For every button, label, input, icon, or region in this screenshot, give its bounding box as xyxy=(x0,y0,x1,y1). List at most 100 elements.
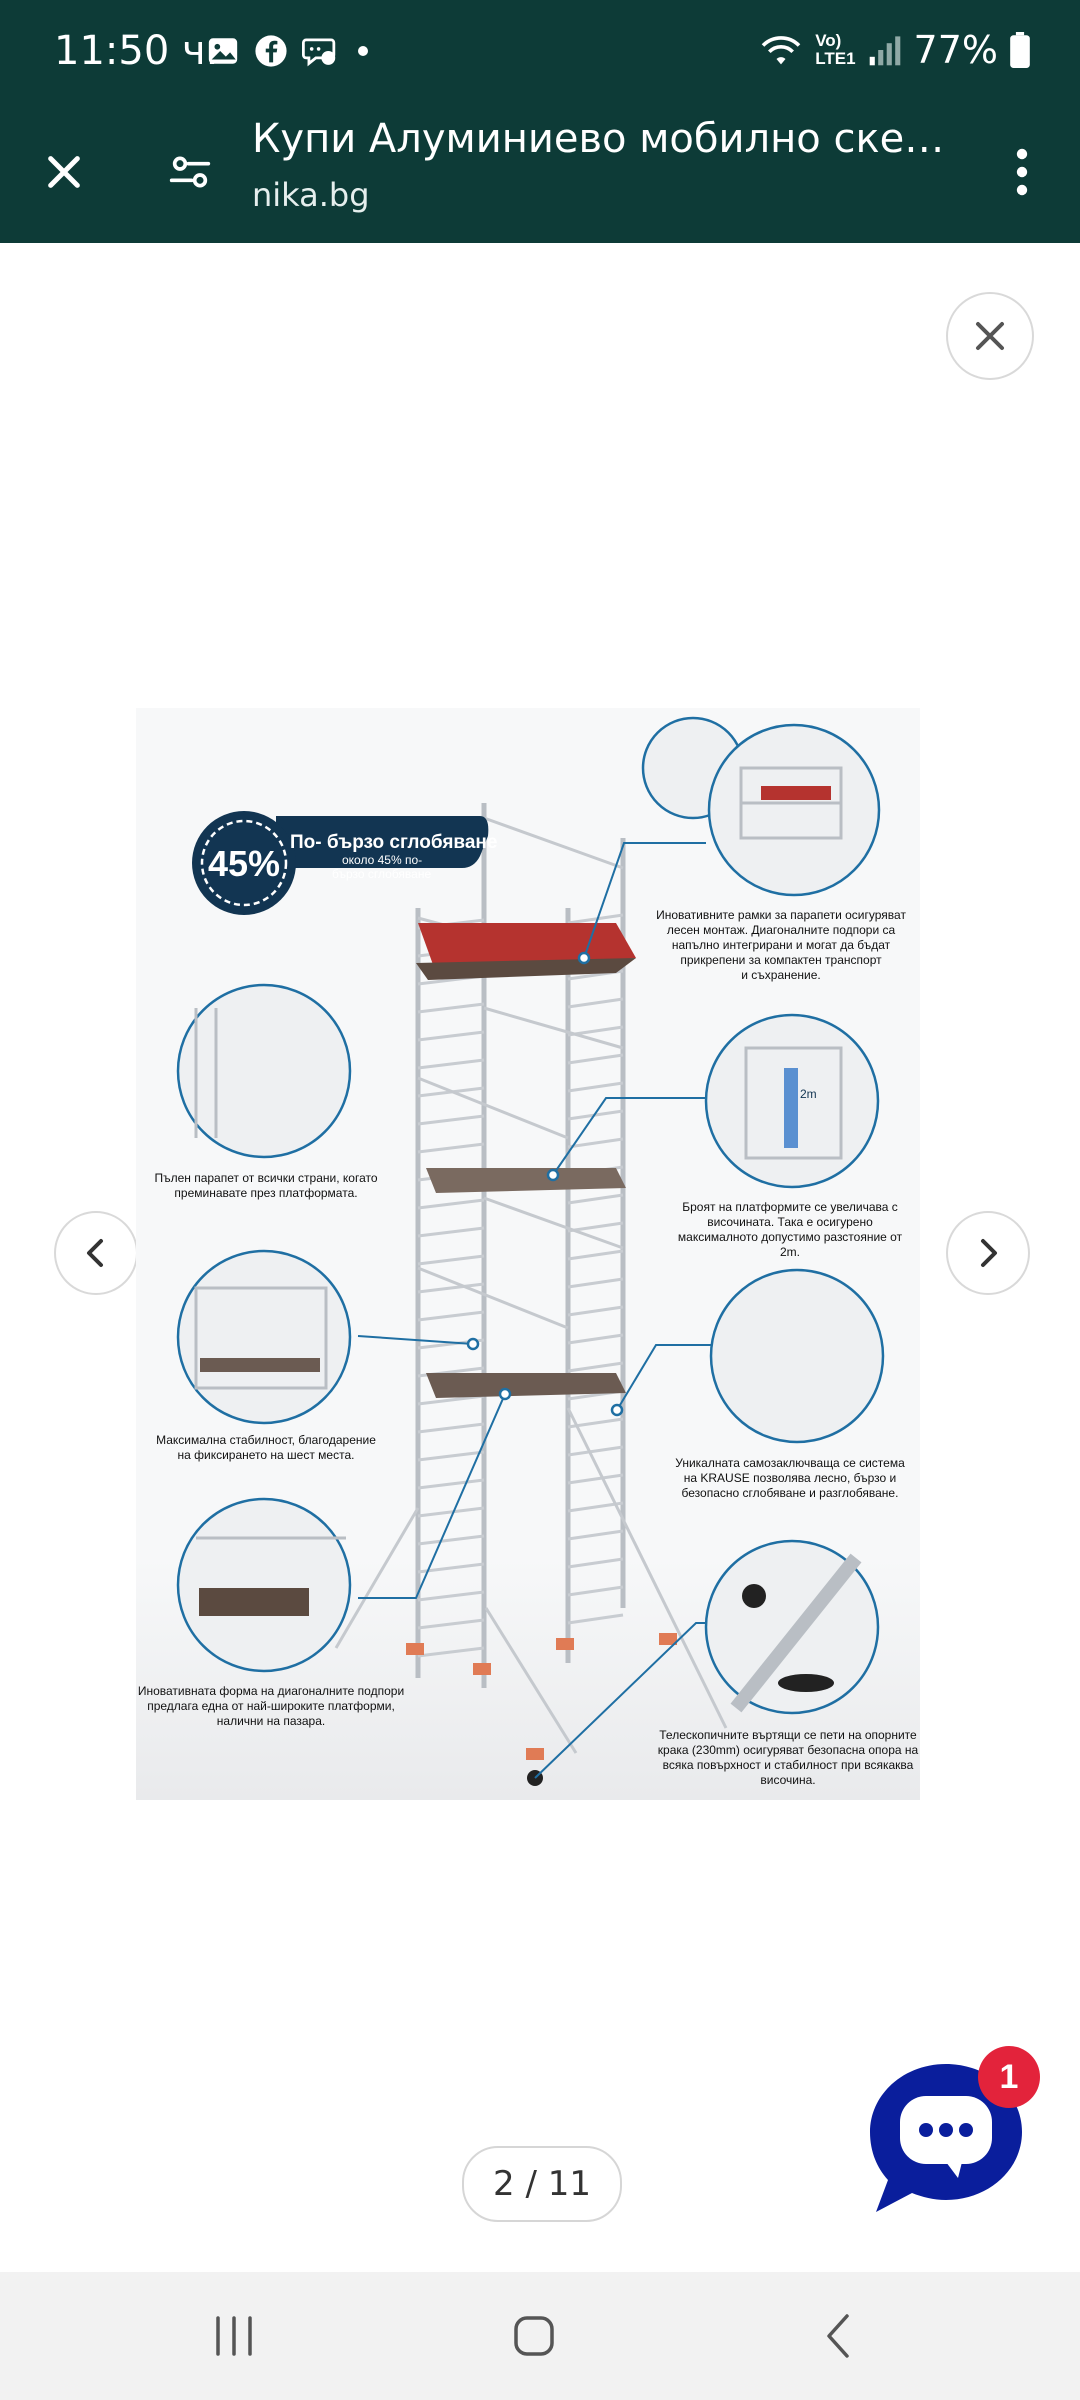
chevron-left-icon xyxy=(87,1239,103,1267)
more-notifications-dot xyxy=(358,46,368,56)
platform-top xyxy=(416,958,636,980)
scaffold-rung xyxy=(417,1478,485,1490)
scaffold-rung xyxy=(567,1305,624,1317)
chat-unread-badge: 1 xyxy=(978,2046,1040,2108)
scaffold-rung xyxy=(417,1282,485,1294)
scaffold-rung xyxy=(567,1221,624,1233)
page-title: Купи Алуминиево мобилно скеле ... xyxy=(252,116,952,162)
scaffold-rung xyxy=(567,1501,624,1513)
signal-icon xyxy=(869,36,900,66)
scaffold-rung xyxy=(417,1142,485,1154)
more-vert-icon xyxy=(1016,148,1028,196)
scaffold-rung xyxy=(417,1114,485,1126)
scaffold-rung xyxy=(417,1002,485,1014)
status-time: 11:50 ч. xyxy=(54,28,219,74)
back-button[interactable] xyxy=(800,2298,876,2374)
scaffold-rung xyxy=(567,1249,624,1261)
scaffold-rung xyxy=(417,1450,485,1462)
scaffold-rung xyxy=(567,1081,624,1093)
custom-tab-toolbar xyxy=(0,108,1080,243)
scaffold-rung xyxy=(417,1422,485,1434)
home-button[interactable] xyxy=(496,2298,572,2374)
scaffold-rung xyxy=(567,1333,624,1345)
volte-label: Vo) xyxy=(815,31,842,50)
close-icon xyxy=(48,156,80,188)
recent-apps-icon xyxy=(216,2316,252,2356)
callout-connectors xyxy=(357,842,711,1779)
scaffold-rung xyxy=(417,1506,485,1518)
scaffold-rung xyxy=(567,1529,624,1541)
close-tab-button[interactable] xyxy=(30,138,98,206)
messenger-notification-icon xyxy=(302,38,336,67)
battery-icon xyxy=(1010,32,1030,68)
chat-icon xyxy=(870,2064,1022,2212)
notification-icons xyxy=(206,34,368,68)
badge-sub1: около 45% по- xyxy=(342,853,422,867)
detail-guardrail-frame xyxy=(707,723,881,897)
detail-climbing xyxy=(176,983,352,1159)
chat-widget-button[interactable] xyxy=(866,2060,1026,2220)
recent-apps-button[interactable] xyxy=(196,2298,272,2374)
scaffold-rung xyxy=(567,1361,624,1373)
scaffold-feet xyxy=(406,1633,677,1760)
scaffold-rung xyxy=(567,1193,624,1205)
scaffold-rung xyxy=(417,1394,485,1406)
badge-title: По- бързо сглобяване xyxy=(290,832,497,853)
scaffold-rung xyxy=(417,1030,485,1042)
system-icons: Vo) LTE1 77% xyxy=(759,28,1030,72)
scaffold-rung xyxy=(567,997,624,1009)
callout-full-parapet: Пълен парапет от всички страни, когато п… xyxy=(154,1171,378,1200)
scaffold-rung xyxy=(567,1473,624,1485)
scaffold-rung xyxy=(567,1585,624,1597)
callout-diagonal-braces: Иновативната форма на диагоналните подпо… xyxy=(137,1684,405,1728)
callout-anchors xyxy=(466,951,624,1417)
system-navigation-bar xyxy=(0,2272,1080,2400)
scaffold-rung xyxy=(417,1226,485,1238)
scaffold-rung xyxy=(417,1646,485,1658)
scaffold-rung xyxy=(417,1058,485,1070)
previous-image-button[interactable] xyxy=(54,1211,138,1295)
callout-guardrails: Иновативните рамки за парапети осигурява… xyxy=(656,908,906,982)
callout-stability: Максимална стабилност, благодарение на ф… xyxy=(156,1433,376,1462)
scaffold-rungs xyxy=(417,913,624,1658)
platform-middle xyxy=(426,1168,626,1193)
spacing-label: 2m xyxy=(800,1087,817,1101)
overflow-menu-button[interactable] xyxy=(988,138,1056,206)
scaffold-rung xyxy=(567,1445,624,1457)
back-icon xyxy=(827,2314,849,2358)
scaffold-diagram: 45% По- бързо сглобяване около 45% по- б… xyxy=(136,716,920,1800)
assembly-speed-badge: 45% По- бързо сглобяване около 45% по- б… xyxy=(192,811,497,915)
page-url: nika.bg xyxy=(252,176,370,214)
wifi-icon xyxy=(761,36,801,65)
detail-diagonal-braces xyxy=(176,1497,352,1673)
chevron-right-icon xyxy=(981,1239,997,1267)
scaffold-rung xyxy=(567,1053,624,1065)
detail-self-locking xyxy=(709,1268,885,1444)
product-image[interactable]: 45% По- бързо сглобяване около 45% по- б… xyxy=(136,708,920,1800)
callout-self-locking: Уникалната самозаключваща се система на … xyxy=(675,1456,905,1500)
scaffold-rung xyxy=(567,913,624,925)
next-image-button[interactable] xyxy=(946,1211,1030,1295)
volte-indicator: Vo) LTE1 xyxy=(815,32,855,68)
scaffold-rung xyxy=(567,1137,624,1149)
detail-six-point-fixing xyxy=(176,1249,352,1425)
callout-telescopic-feet: Телескопичните въртящи се пети на опорни… xyxy=(657,1728,919,1787)
close-icon xyxy=(976,322,1004,350)
network-label: LTE1 xyxy=(815,49,856,68)
badge-percent: 45% xyxy=(208,843,280,884)
status-bar: 11:50 ч. Vo) LTE1 77% xyxy=(0,0,1080,108)
page-title-block[interactable]: Купи Алуминиево мобилно скеле ... nika.b… xyxy=(252,116,952,214)
image-counter: 2 / 11 xyxy=(462,2146,622,2222)
close-gallery-button[interactable] xyxy=(946,292,1034,380)
scaffold-rung xyxy=(567,1613,624,1625)
scaffold-rung xyxy=(417,1254,485,1266)
tune-icon xyxy=(169,156,211,188)
badge-sub2: бързо сглобяване xyxy=(332,867,431,881)
scaffold-rung xyxy=(567,1277,624,1289)
scaffold-rung xyxy=(417,1590,485,1602)
scaffold-rung xyxy=(417,1198,485,1210)
battery-percent: 77% xyxy=(913,28,998,72)
platform-lower xyxy=(426,1373,626,1398)
gallery-notification-icon xyxy=(208,38,238,64)
site-settings-button[interactable] xyxy=(156,138,224,206)
